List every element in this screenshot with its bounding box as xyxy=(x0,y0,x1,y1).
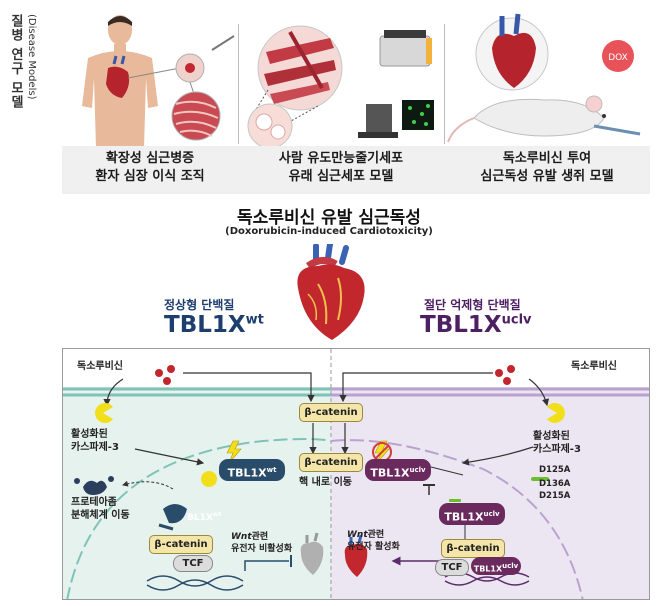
wnt-italic: Wnt xyxy=(347,530,368,540)
beta-catenin-cytoplasm: β-catenin xyxy=(299,403,363,422)
uncleavable-protein-label: 절단 억제형 단백질 xyxy=(424,298,521,312)
tbl-name: TBL1X xyxy=(370,466,410,480)
panel-3-caption: 독소루비신 투여 심근독성 유발 생쥐 모델 xyxy=(444,150,650,186)
panel-2-caption: 사람 유도만능줄기세포 유래 심근세포 모델 xyxy=(238,150,444,186)
caspase-left-line2: 카스파제-3 xyxy=(71,442,119,453)
extracellular-right xyxy=(331,349,649,387)
caspase-left-line1: 활성화된 xyxy=(71,429,108,440)
extracellular-left xyxy=(63,349,331,387)
protein-sup: uclv xyxy=(501,312,532,328)
main-title: 독소루비신 유발 심근독성 xyxy=(237,208,421,228)
heart-icon xyxy=(297,244,365,340)
disease-models-label: 질병 연구 모델 (Disease Models) xyxy=(4,14,52,194)
tcf-right: TCF xyxy=(435,559,469,576)
normal-protein-label: 정상형 단백질 xyxy=(164,298,235,312)
caption-line: 독소루비신 투여 xyxy=(502,151,592,166)
mouse-model-panel: DOX xyxy=(444,8,650,200)
beta-catenin-nuclear: β-catenin xyxy=(299,453,363,472)
panel-1-caption: 확장성 심근병증 환자 심장 이식 조직 xyxy=(62,150,238,186)
beta-catenin-right-complex: β-catenin xyxy=(441,539,505,558)
tbl1x-uclv-protein: TBL1Xuclv xyxy=(365,459,431,481)
ipsc-illustration xyxy=(247,25,434,149)
mutation-1: D125A xyxy=(539,465,571,475)
tbl1x-fragment-label: BL1Xwt xyxy=(187,509,221,524)
wnt-text: 관련 xyxy=(251,532,269,542)
mouse-model-illustration: DOX xyxy=(447,13,641,143)
caption-line: 환자 심장 이식 조직 xyxy=(95,169,205,184)
caspase-right-line1: 활성화된 xyxy=(533,431,570,442)
caption-line: 유래 심근세포 모델 xyxy=(288,169,394,184)
caption-line: 사람 유도만능줄기세포 xyxy=(278,151,404,166)
tbl1x-uclv-nuclear: TBL1Xuclv xyxy=(439,503,505,525)
tbl-sup: uclv xyxy=(409,466,426,474)
dox-badge: DOX xyxy=(608,53,628,63)
tbl-name: TBL1X xyxy=(227,466,267,480)
mechanism-diagram xyxy=(63,349,649,599)
tbl1x-wt-protein: TBL1Xwt xyxy=(219,459,285,481)
protein-sup: wt xyxy=(245,312,264,328)
main-subtitle: (Doxorubicin-induced Cardiotoxicity) xyxy=(225,226,433,237)
dox-label-left: 독소루비신 xyxy=(77,361,123,372)
panel-divider xyxy=(444,24,445,144)
tbl1x-wt-title: TBL1Xwt xyxy=(164,312,264,338)
mechanism-box: 독소루비신 독소루비신 β-catenin β-catenin 핵 내로 이동 … xyxy=(62,348,650,600)
caption-line: 심근독성 유발 생쥐 모델 xyxy=(480,169,614,184)
mutation-2: D136A xyxy=(539,479,571,489)
nuclear-translocation-label: 핵 내로 이동 xyxy=(299,477,352,488)
panel-divider xyxy=(238,24,239,144)
frag-sup: wt xyxy=(212,511,222,518)
mutation-3: D215A xyxy=(539,491,571,501)
patient-heart-panel xyxy=(62,8,238,200)
protein-name: TBL1X xyxy=(164,312,246,338)
side-label-ko: 질병 연구 모델 xyxy=(8,14,23,110)
tbl-name: TBL1X xyxy=(444,510,484,524)
tcf-left: TCF xyxy=(173,555,213,572)
side-label-en: (Disease Models) xyxy=(26,14,37,100)
wnt-right-line2: 유전자 활성화 xyxy=(347,542,400,552)
tbl-name: TBL1X xyxy=(473,564,503,574)
wnt-right-line1: Wnt관련 xyxy=(347,529,384,541)
dox-label-right: 독소루비신 xyxy=(571,361,617,372)
proteasome-line2: 분해체계 이동 xyxy=(71,510,130,521)
tbl-sup: wt xyxy=(266,466,277,474)
tbl1x-uclv-dna-bound: TBL1Xuclv xyxy=(471,557,521,575)
tbl-sup: uclv xyxy=(483,510,500,518)
ipsc-cardiomyocyte-panel xyxy=(238,8,444,200)
tbl-sup: uclv xyxy=(502,562,519,570)
frag-name: BL1X xyxy=(187,513,213,523)
caspase-right-line2: 카스파제-3 xyxy=(533,444,581,455)
proteasome-line1: 프로테아좀 xyxy=(71,497,117,508)
caption-line: 확장성 심근병증 xyxy=(105,151,195,166)
wnt-left-line1: Wnt관련 xyxy=(231,531,268,543)
wnt-italic: Wnt xyxy=(231,532,252,542)
protein-name: TBL1X xyxy=(420,312,502,338)
caption-bar xyxy=(62,146,650,194)
beta-catenin-left-complex: β-catenin xyxy=(149,535,213,554)
tbl1x-uclv-title: TBL1Xuclv xyxy=(420,312,532,338)
wnt-text: 관련 xyxy=(367,530,385,540)
wnt-left-line2: 유전자 비활성화 xyxy=(231,544,293,554)
patient-heart-illustration xyxy=(82,15,235,148)
